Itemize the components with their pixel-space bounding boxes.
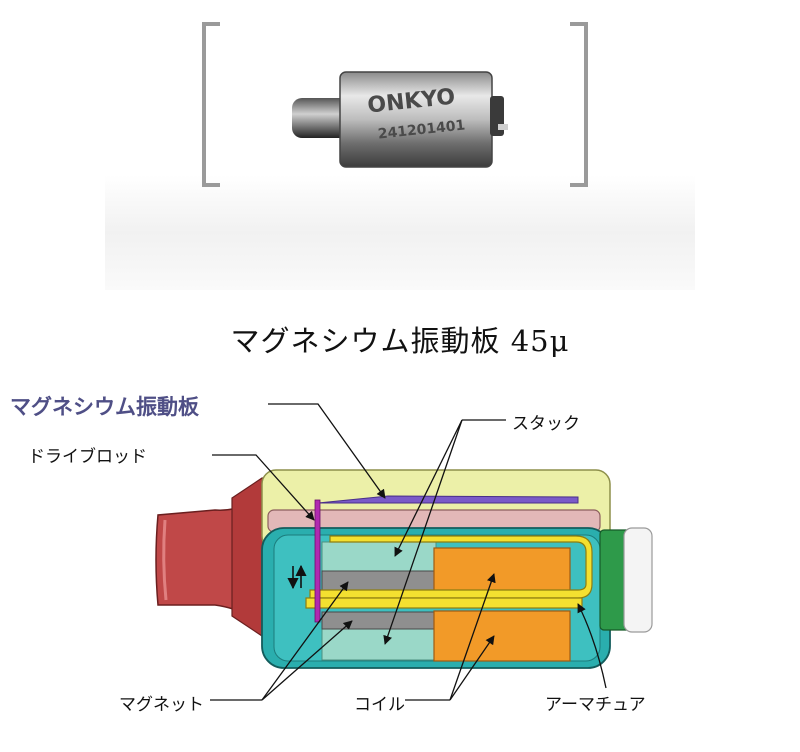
up-down-arrows-icon (287, 564, 307, 590)
nozzle-shade (162, 519, 168, 601)
magnet-lower (321, 611, 435, 630)
coil-lower (433, 610, 571, 662)
label-armature: アーマチュア (545, 695, 646, 715)
label-stack: スタック (512, 414, 580, 434)
leader-drive-rod (212, 454, 315, 521)
leader-stack-b (383, 419, 463, 645)
label-diaphragm: マグネシウム振動板 (10, 394, 199, 419)
photo-terminal-pin (498, 124, 508, 130)
leader-coil-b (449, 635, 495, 701)
leader-magnet-b (261, 620, 353, 701)
photo-bracket-left (202, 22, 220, 187)
photo-bracket-right (570, 22, 588, 187)
leader-armature (577, 603, 607, 689)
leader-magnet-a (261, 581, 349, 701)
label-coil: コイル (354, 695, 405, 715)
label-drive-rod: ドライブロッド (28, 447, 147, 467)
leader-coil-a (449, 573, 496, 701)
leader-diaphragm (268, 403, 386, 499)
photo-floor (105, 175, 695, 290)
armature (309, 535, 593, 599)
photo-nozzle (292, 98, 352, 138)
photo-caption: マグネシウム振動板 45μ (230, 324, 570, 358)
armature-tip (305, 597, 583, 609)
label-magnet: マグネット (119, 695, 204, 715)
drive-rod (314, 499, 321, 623)
driver-photo: ONKYO 241201401 (105, 22, 695, 290)
leader-stack-a (394, 419, 463, 557)
terminal-cap (623, 527, 653, 633)
